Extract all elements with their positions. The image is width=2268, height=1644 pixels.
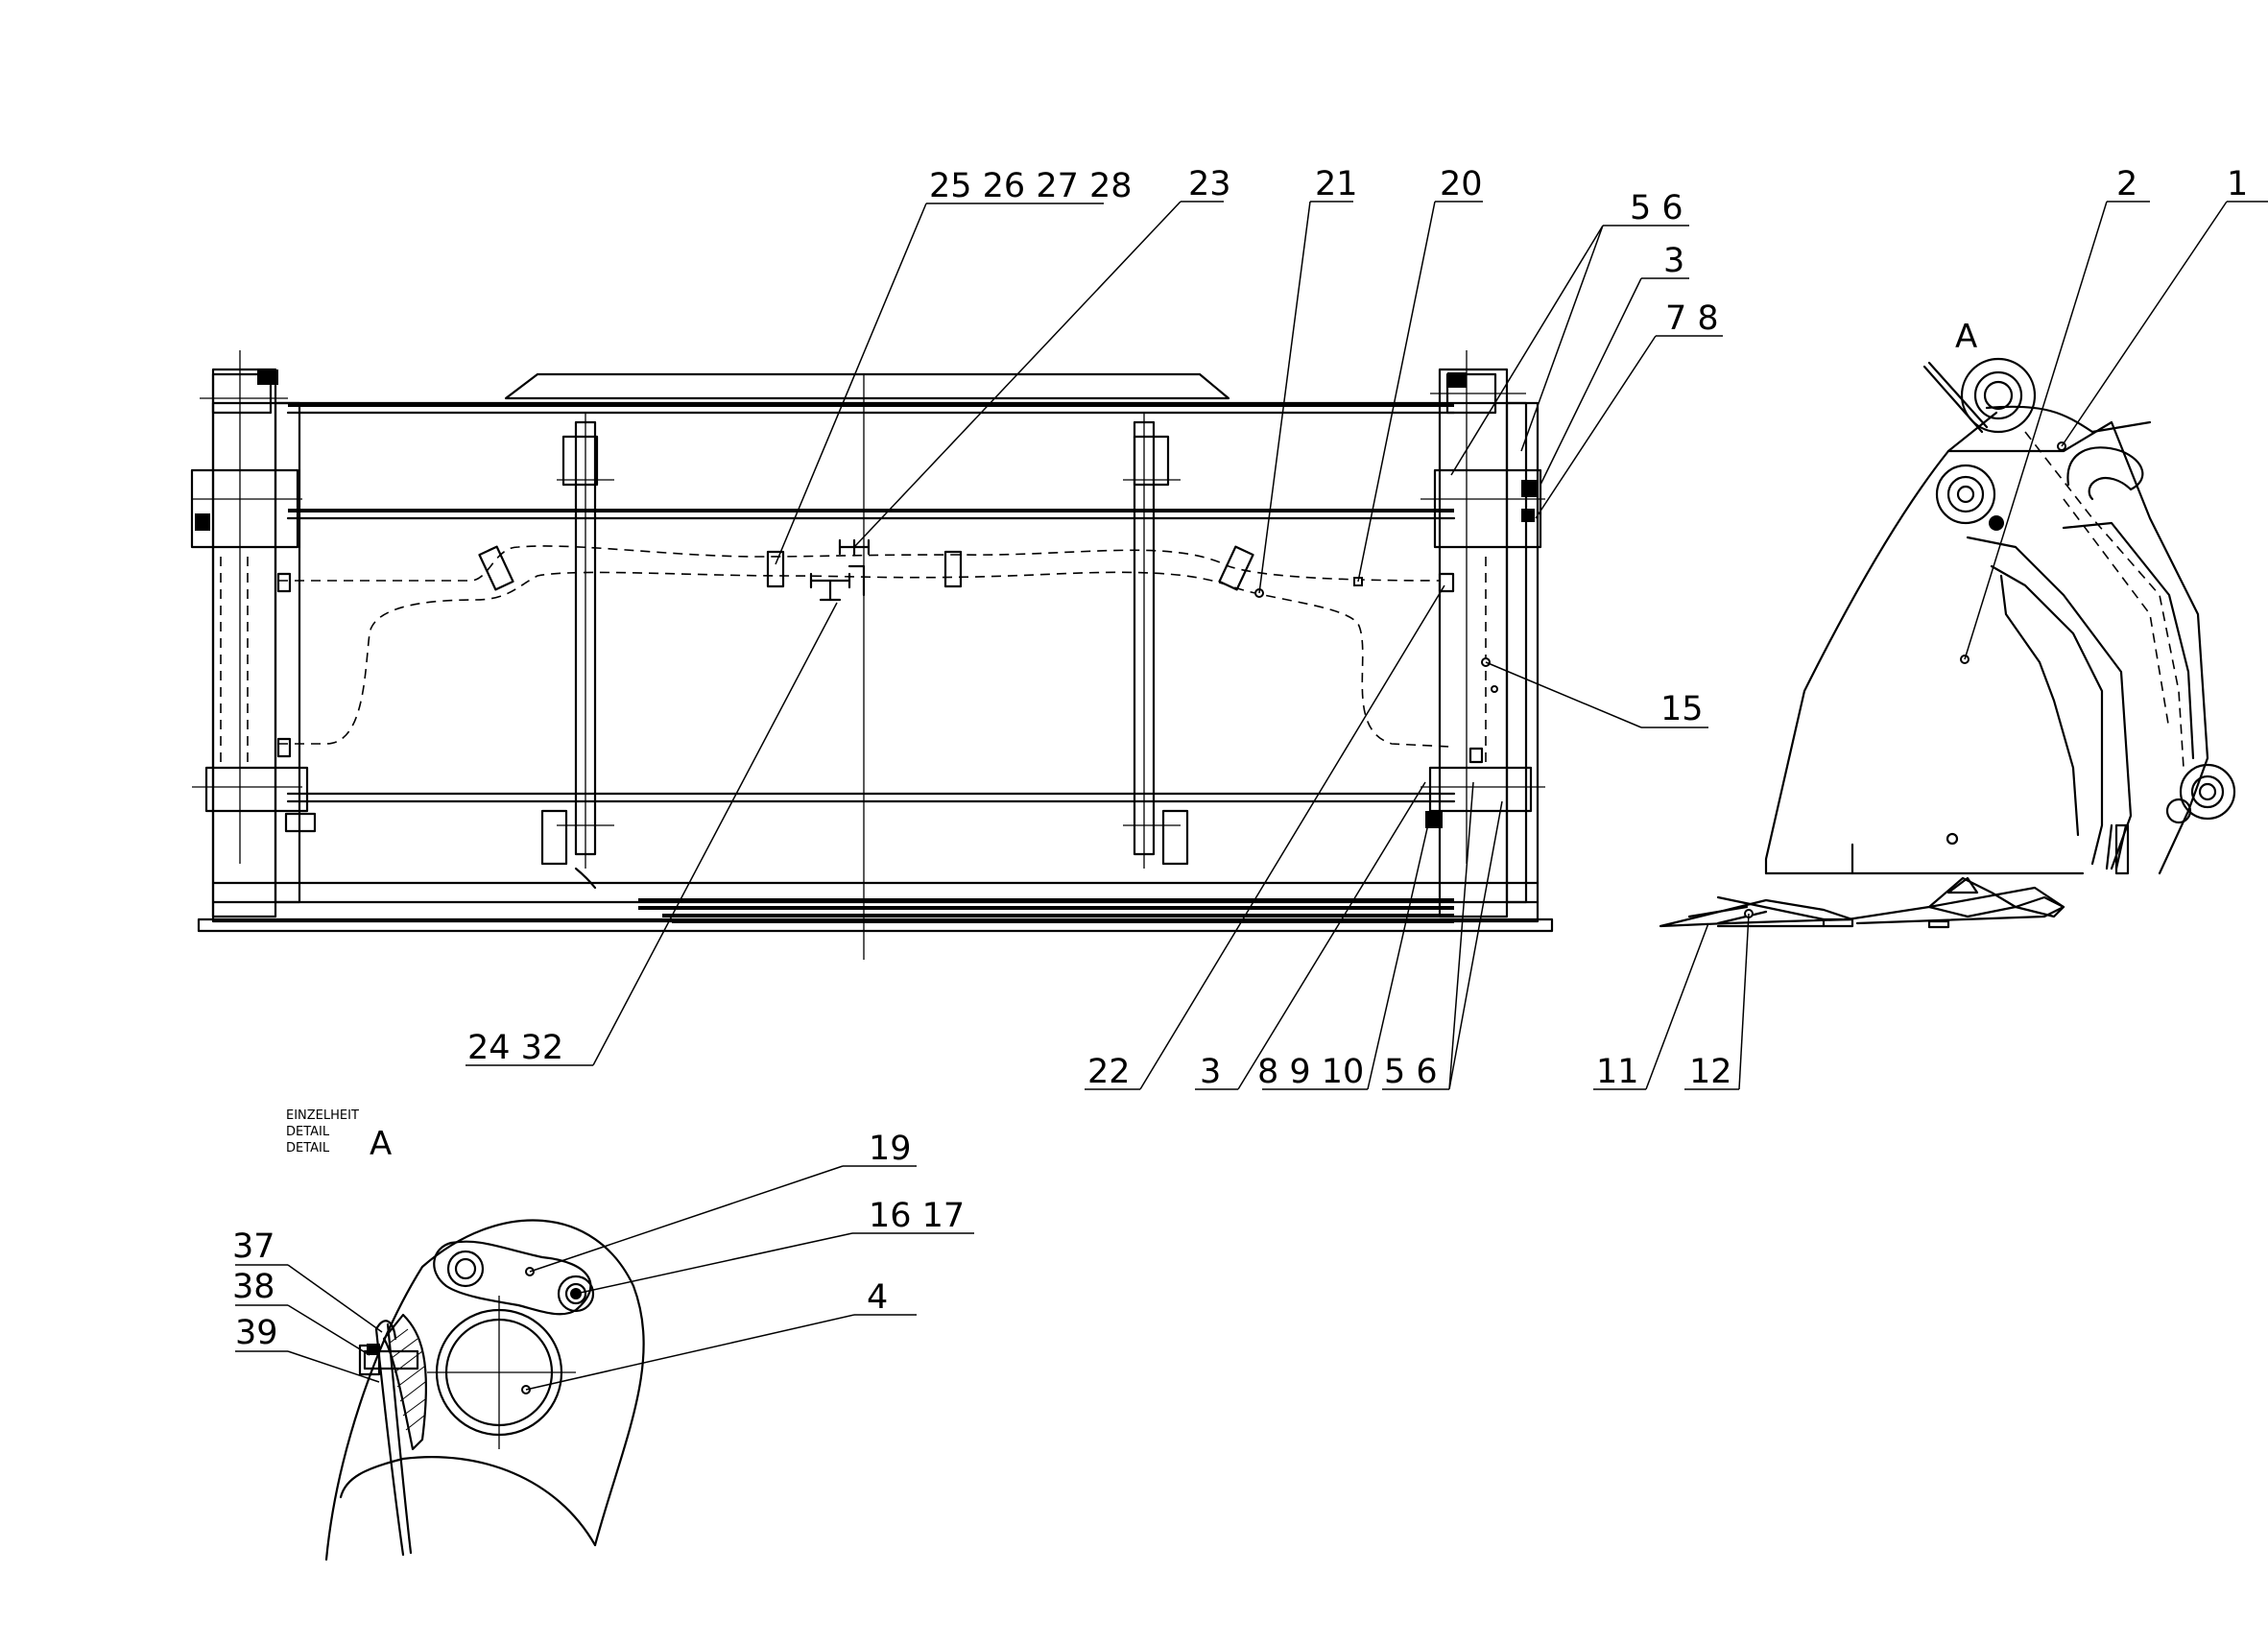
callout-25-28: 25 26 27 28 bbox=[929, 167, 1133, 205]
detail-title-line3: DETAIL bbox=[286, 1141, 330, 1156]
detail-title-line2: DETAIL bbox=[286, 1125, 330, 1139]
callout-2: 2 bbox=[2116, 165, 2137, 203]
callout-8-9-10: 8 9 10 bbox=[1257, 1053, 1364, 1091]
side-view-marker-a: A bbox=[1955, 318, 1977, 356]
callout-5-6-bottom: 5 6 bbox=[1384, 1053, 1438, 1091]
callout-21: 21 bbox=[1315, 165, 1358, 203]
callout-38: 38 bbox=[232, 1268, 275, 1306]
side-view bbox=[1659, 357, 2236, 929]
callout-24-32: 24 32 bbox=[467, 1029, 563, 1067]
callout-15: 15 bbox=[1660, 690, 1704, 728]
callout-1: 1 bbox=[2227, 165, 2248, 203]
leader-lines bbox=[235, 201, 2268, 1391]
detail-title-line1: EINZELHEIT bbox=[286, 1108, 359, 1123]
detail-a-view bbox=[324, 1219, 645, 1561]
callout-11: 11 bbox=[1596, 1053, 1639, 1091]
callout-20: 20 bbox=[1440, 165, 1483, 203]
front-view bbox=[190, 350, 1554, 960]
callout-5-6-top: 5 6 bbox=[1630, 189, 1683, 227]
callout-labels: 25 26 27 28 23 21 20 5 6 3 7 8 2 1 15 24… bbox=[232, 165, 2248, 1352]
detail-title-letter: A bbox=[370, 1125, 392, 1163]
callout-19: 19 bbox=[869, 1130, 912, 1168]
callout-22: 22 bbox=[1087, 1053, 1131, 1091]
callout-12: 12 bbox=[1689, 1053, 1732, 1091]
callout-39: 39 bbox=[235, 1314, 278, 1352]
callout-3-top: 3 bbox=[1663, 242, 1684, 280]
callout-37: 37 bbox=[232, 1227, 275, 1266]
detail-title: EINZELHEIT DETAIL DETAIL A bbox=[286, 1108, 392, 1163]
callout-16-17: 16 17 bbox=[869, 1197, 965, 1235]
callout-3-bottom: 3 bbox=[1200, 1053, 1221, 1091]
callout-7-8: 7 8 bbox=[1665, 299, 1719, 338]
callout-23: 23 bbox=[1188, 165, 1231, 203]
callout-4: 4 bbox=[867, 1278, 888, 1317]
